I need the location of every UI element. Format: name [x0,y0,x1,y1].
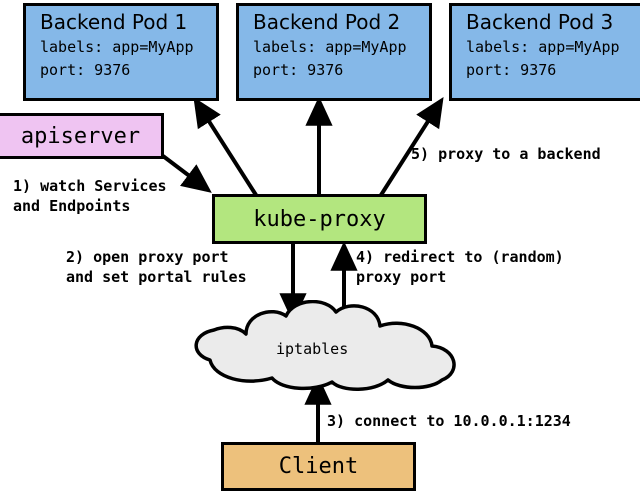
backend-pod-3-title: Backend Pod 3 [466,10,614,34]
arrow-kubeproxy-to-pod1 [193,96,258,197]
edge-label-step4: 4) redirect to (random) proxy port [356,247,564,287]
backend-pod-2-labels: labels: app=MyApp [253,38,407,56]
edge-label-step3: 3) connect to 10.0.0.1:1234 [327,411,571,431]
apiserver-node[interactable]: apiserver [0,113,164,159]
edge-label-step1: 1) watch Services and Endpoints [13,176,167,216]
backend-pod-1[interactable]: Backend Pod 1 labels: app=MyApp port: 93… [23,3,219,101]
backend-pod-1-labels: labels: app=MyApp [40,38,194,56]
client-label: Client [278,454,359,479]
backend-pod-2-port: port: 9376 [253,61,344,79]
kube-proxy-node[interactable]: kube-proxy [212,194,427,244]
edge-label-step4-line1: 4) redirect to (random) [356,248,564,266]
edge-label-step5-line1: 5) proxy to a backend [411,145,601,163]
backend-pod-2[interactable]: Backend Pod 2 labels: app=MyApp port: 93… [236,3,432,101]
arrow-apiserver-to-kubeproxy [161,154,212,193]
backend-pod-3-port: port: 9376 [466,61,557,79]
kube-proxy-label: kube-proxy [253,206,386,232]
backend-pod-3[interactable]: Backend Pod 3 labels: app=MyApp port: 93… [449,3,640,101]
backend-pod-1-port: port: 9376 [40,61,131,79]
backend-pod-2-title: Backend Pod 2 [253,10,401,34]
edge-label-step1-line2: and Endpoints [13,197,131,215]
iptables-label: iptables [276,340,349,358]
edge-label-step5: 5) proxy to a backend [411,144,601,164]
edge-label-step4-line2: proxy port [356,268,447,286]
backend-pod-1-title: Backend Pod 1 [40,10,188,34]
edge-label-step2: 2) open proxy port and set portal rules [66,247,247,287]
edge-label-step1-line1: 1) watch Services [13,177,167,195]
backend-pod-3-labels: labels: app=MyApp [466,38,620,56]
edge-label-step3-line1: 3) connect to 10.0.0.1:1234 [327,412,571,430]
apiserver-label: apiserver [20,123,141,149]
iptables-cloud [194,300,456,391]
client-node[interactable]: Client [221,442,416,491]
edge-label-step2-line1: 2) open proxy port [66,248,229,266]
edge-label-step2-line2: and set portal rules [66,268,247,286]
